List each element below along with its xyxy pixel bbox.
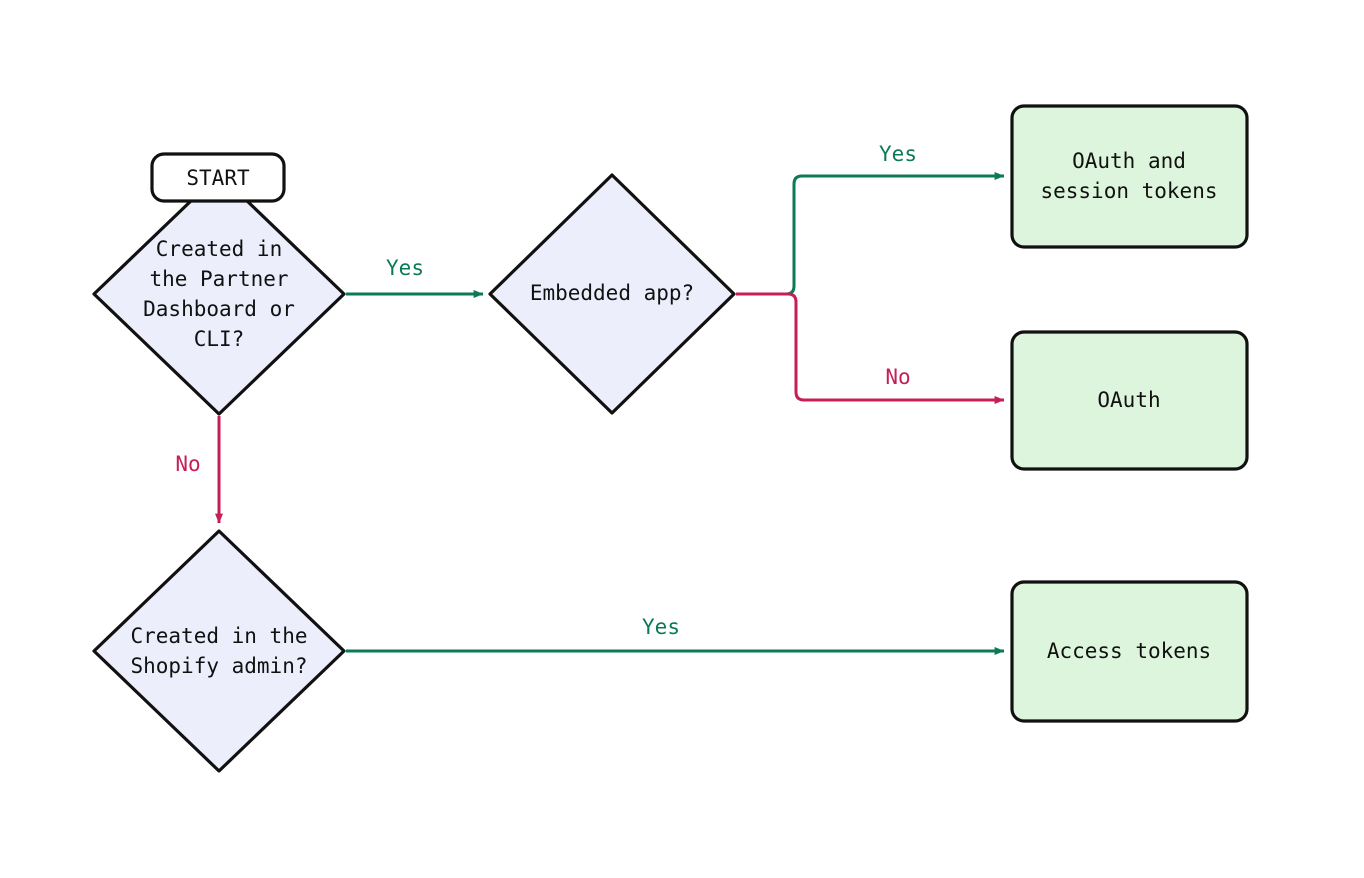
edge-partner-no-label: No <box>175 452 200 476</box>
result-oauth-session-label-line-2: session tokens <box>1040 179 1217 203</box>
node-result-access-tokens[interactable]: Access tokens <box>1010 580 1249 723</box>
node-result-oauth-session-tokens[interactable]: OAuth and session tokens <box>1010 104 1249 249</box>
start-label: START <box>186 166 250 190</box>
edge-partner-yes-label: Yes <box>386 256 424 280</box>
start-shape <box>150 152 286 203</box>
edge-partner-yes: Yes <box>346 256 484 298</box>
result-oauth-session-shape <box>1010 104 1249 249</box>
decision-partner-shape <box>92 172 346 416</box>
decision-admin-label-line-1: Created in the <box>130 624 307 648</box>
decision-admin-label-line-2: Shopify admin? <box>130 654 307 678</box>
edge-embedded-yes-label: Yes <box>879 142 917 166</box>
node-decision-shopify-admin[interactable]: Created in the Shopify admin? <box>92 529 346 773</box>
edge-embedded-yes: Yes <box>736 142 1005 296</box>
edge-embedded-no-label: No <box>885 365 910 389</box>
result-oauth-session-label-line-1: OAuth and <box>1072 149 1186 173</box>
node-result-oauth[interactable]: OAuth <box>1010 330 1249 471</box>
result-oauth-label: OAuth <box>1097 388 1160 412</box>
edge-admin-yes-label: Yes <box>642 615 680 639</box>
edge-embedded-yes-line <box>736 172 1005 296</box>
node-decision-embedded-app[interactable]: Embedded app? <box>488 173 736 415</box>
decision-partner-label-line-4: CLI? <box>194 327 245 351</box>
result-access-tokens-label: Access tokens <box>1047 639 1211 663</box>
edge-embedded-no: No <box>736 292 1005 404</box>
node-start[interactable]: START <box>150 152 286 203</box>
result-oauth-shape <box>1010 330 1249 471</box>
decision-partner-label-line-3: Dashboard or <box>143 297 295 321</box>
decision-admin-shape <box>92 529 346 773</box>
result-access-tokens-shape <box>1010 580 1249 723</box>
decision-partner-label-line-2: the Partner <box>149 267 288 291</box>
edge-embedded-no-line <box>736 292 1005 404</box>
decision-partner-label-line-1: Created in <box>156 237 282 261</box>
edge-admin-yes: Yes <box>346 615 1005 655</box>
decision-embedded-label: Embedded app? <box>530 281 694 305</box>
decision-embedded-shape <box>488 173 736 415</box>
node-decision-partner-dashboard[interactable]: Created in the Partner Dashboard or CLI? <box>92 172 346 416</box>
edge-partner-no: No <box>175 416 223 524</box>
